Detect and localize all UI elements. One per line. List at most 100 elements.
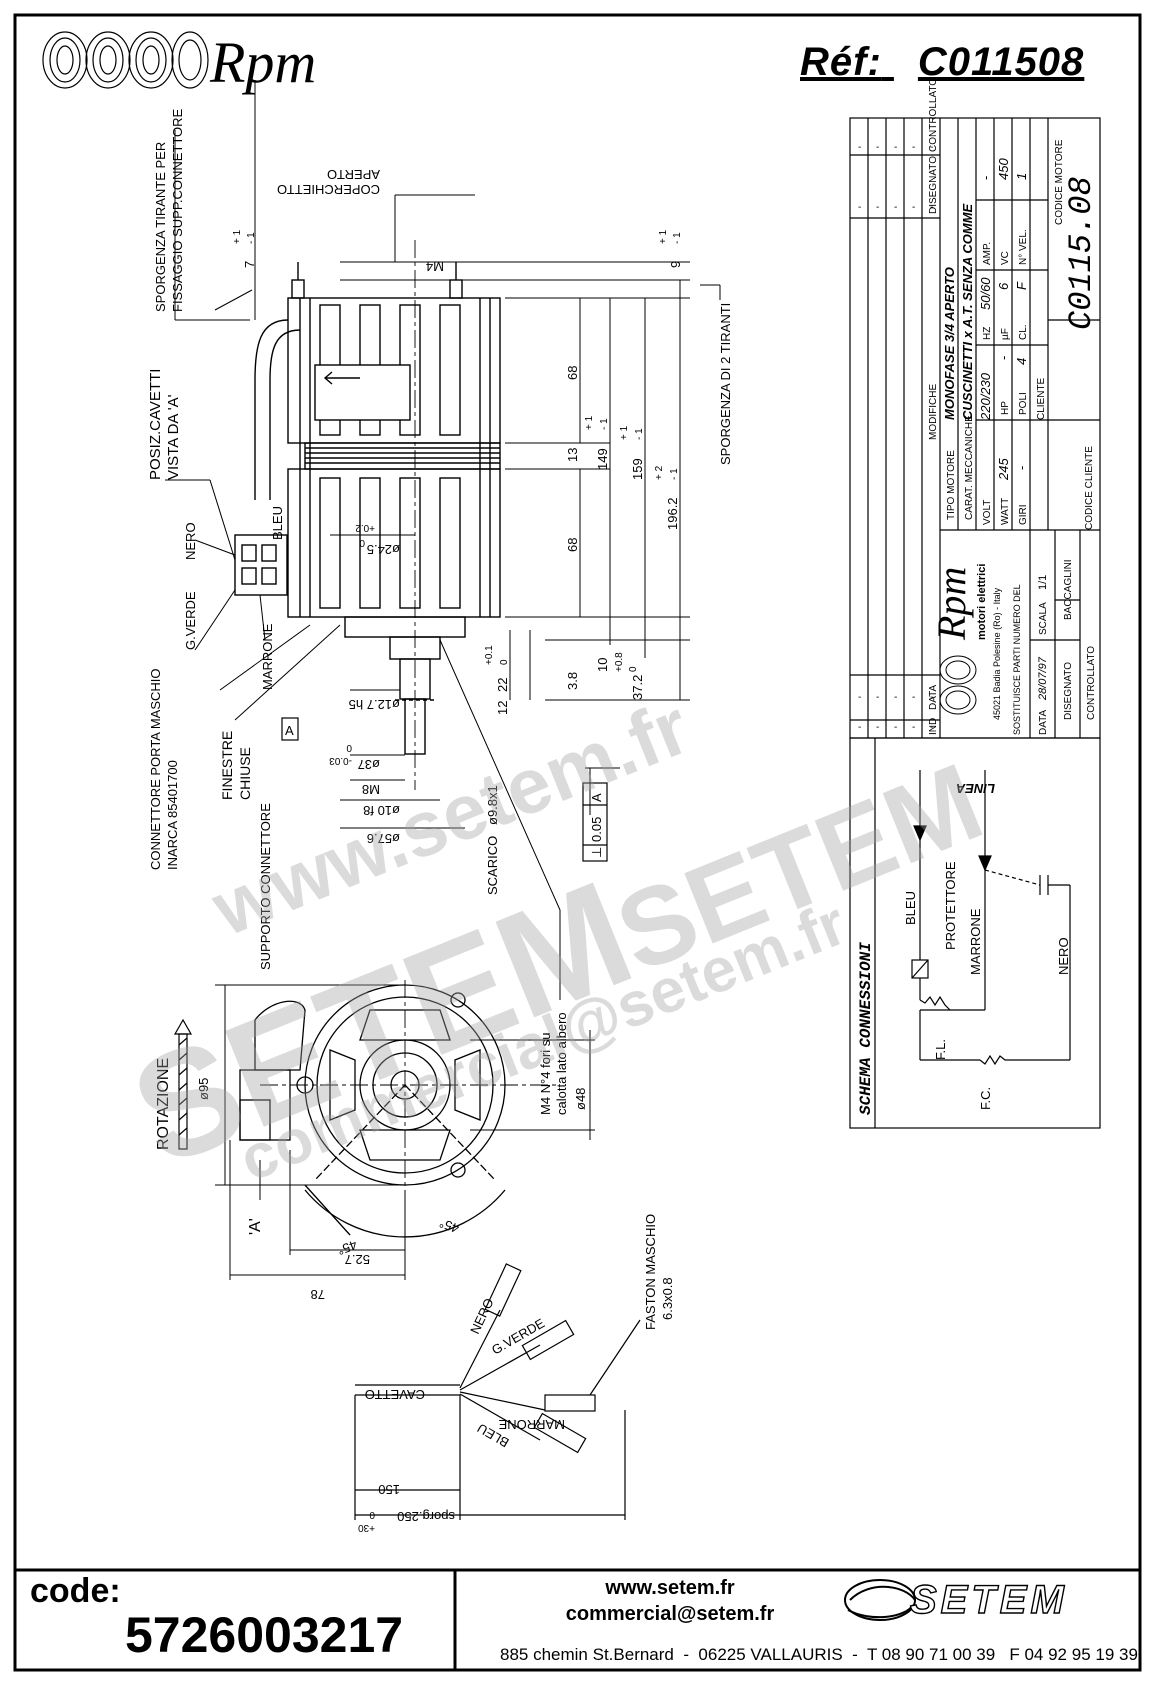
svg-text:-: -	[912, 202, 915, 213]
dia-24-5-tol: +0.2	[355, 522, 375, 533]
ref-value: C011508	[917, 40, 1085, 84]
svg-text:-: -	[858, 722, 861, 733]
dia-9-8: ø9.8x1	[485, 785, 500, 825]
dim-149-tol-plus: + 1	[584, 415, 595, 430]
tb-tipo-motore-label: TIPO MOTORE	[946, 450, 957, 520]
tb-hp-label: HP	[1000, 401, 1011, 415]
schema-fc: F.C.	[978, 1087, 993, 1110]
dim-10-tol-plus: +0.8	[614, 652, 625, 672]
code-box	[13, 1568, 457, 1672]
svg-text:-: -	[876, 692, 879, 703]
dim-159-tol-plus: + 1	[619, 425, 630, 440]
svg-text:-: -	[912, 142, 915, 153]
rotazione-label: ROTAZIONE	[155, 1058, 172, 1150]
schema-bleu: BLEU	[903, 891, 918, 925]
schema-linea: LINEA	[956, 781, 995, 796]
dim-159: 159	[630, 458, 645, 480]
sporgenza-2-tiranti: SPORGENZA DI 2 TIRANTI	[718, 303, 733, 465]
contact-web[interactable]: www.setem.fr	[605, 1577, 735, 1599]
rpm-coil-logo	[42, 31, 209, 89]
sporgenza-tirante-line2: FISSAGGIO SUPP.CONNETTORE	[170, 108, 185, 312]
tb-vc-value: 450	[996, 158, 1011, 180]
dim-196-tol-plus: + 2	[654, 465, 665, 480]
dia-37-tol2: -0.03	[329, 755, 352, 766]
dim-7-tol-minus: - 1	[246, 232, 257, 244]
bleu-label: BLEU	[270, 506, 285, 540]
posiz-cavetti-line2: VISTA DA 'A'	[165, 394, 182, 480]
tol-frame-value: 0.05	[589, 817, 604, 842]
dim-149: 149	[595, 448, 610, 470]
svg-text:-: -	[876, 722, 879, 733]
nero-label: NERO	[183, 522, 198, 560]
svg-text:-: -	[894, 692, 897, 703]
ref-label: Réf:	[800, 40, 882, 84]
tb-controllato-row: CONTROLLATO	[1086, 646, 1097, 720]
schema-nero: NERO	[1056, 937, 1071, 975]
schema-protettore: PROTETTORE	[943, 861, 958, 950]
tb-data-row-value: 28/07/97	[1037, 656, 1049, 701]
tb-company-brand: Rpm	[929, 567, 974, 641]
dim-13: 13	[565, 448, 580, 462]
faston-line1: FASTON MASCHIO	[643, 1214, 658, 1330]
reference-header: Réf: C011508	[800, 40, 1084, 85]
tb-vc-label: VC	[1000, 251, 1011, 265]
outer-frame	[13, 13, 1142, 1672]
svg-text:-: -	[858, 202, 861, 213]
tb-disegnato-name: BACCAGLINI	[1063, 559, 1074, 620]
dim-12: 12	[495, 701, 510, 715]
tb-hz-label: HZ	[982, 327, 993, 340]
dim-37-2: 37.2	[630, 675, 645, 700]
lead-nero: NERO	[467, 1296, 496, 1336]
dim-196-tol-minus: - 1	[669, 468, 680, 480]
tb-codice-cliente-label: CODICE CLIENTE	[1084, 446, 1095, 530]
dia-37-tol: 0	[346, 742, 352, 753]
tb-amp-label: AMP.	[982, 242, 993, 265]
tb-codice-motore-value: C0115.08	[1063, 176, 1100, 330]
dim-52-7: 52.7	[345, 1252, 370, 1267]
tb-volt-label: VOLT	[982, 500, 993, 525]
dia-37: ø37	[358, 757, 380, 772]
tb-watt-label: WATT	[1000, 498, 1011, 525]
connettore-line2: INARCA 85401700	[165, 760, 180, 870]
angle-45b: 45°	[437, 1215, 461, 1236]
motor-side-view	[234, 240, 501, 790]
tb-carat-label: CARAT. MECCANICHE	[964, 415, 975, 520]
sporg-250: sporg.250	[397, 1509, 455, 1524]
schema-fl: F.L.	[933, 1039, 948, 1060]
marrone-label: MARRONE	[260, 623, 275, 690]
faston-line2: 6.3x0.8	[660, 1277, 675, 1320]
tb-uf-label: µF	[1000, 328, 1011, 340]
svg-text:-: -	[858, 142, 861, 153]
svg-text:-: -	[930, 142, 933, 153]
connettore-line1: CONNETTORE PORTA MASCHIO	[148, 668, 163, 870]
dia-12-7: ø12.7 h5	[349, 697, 400, 712]
datum-a	[281, 717, 608, 862]
tb-scala-value: 1/1	[1037, 575, 1049, 590]
dim-3-8: 3.8	[565, 672, 580, 690]
dia-48: ø48	[573, 1088, 588, 1110]
tol-frame-datum: A	[589, 793, 604, 802]
tb-nvel-value: 1	[1014, 173, 1029, 180]
brand-rpm: Rpm	[209, 30, 316, 95]
lead-marrone: MARRONE	[498, 1417, 565, 1432]
modifiche-rows: ----- ----- ----- -----	[858, 142, 933, 733]
schema-title: SCHEMA CONNESSIONI	[857, 942, 875, 1115]
schema-connessioni	[849, 737, 1101, 1129]
svg-text:-: -	[912, 722, 915, 733]
svg-text:-: -	[876, 202, 879, 213]
tol-frame-symbol: ⊥	[589, 847, 604, 858]
tb-hp-value: -	[996, 356, 1011, 360]
m8-label: M8	[362, 782, 380, 797]
tb-poli-label: POLI	[1018, 392, 1029, 415]
tb-codice-motore-label: CODICE MOTORE	[1054, 139, 1065, 225]
contact-email[interactable]: commercial@setem.fr	[565, 1603, 775, 1625]
finestre-line2: CHIUSE	[237, 747, 253, 800]
tb-cl-value: F	[1014, 281, 1029, 290]
setem-logo: SETEM	[909, 1577, 1068, 1622]
svg-text:-: -	[876, 142, 879, 153]
dim-9-tol-minus: - 1	[672, 232, 683, 244]
dia-57-6: ø57.6	[367, 831, 400, 846]
dia-10: ø10 f8	[363, 803, 400, 818]
finestre-line1: FINESTRE	[219, 731, 235, 800]
svg-text:-: -	[858, 692, 861, 703]
